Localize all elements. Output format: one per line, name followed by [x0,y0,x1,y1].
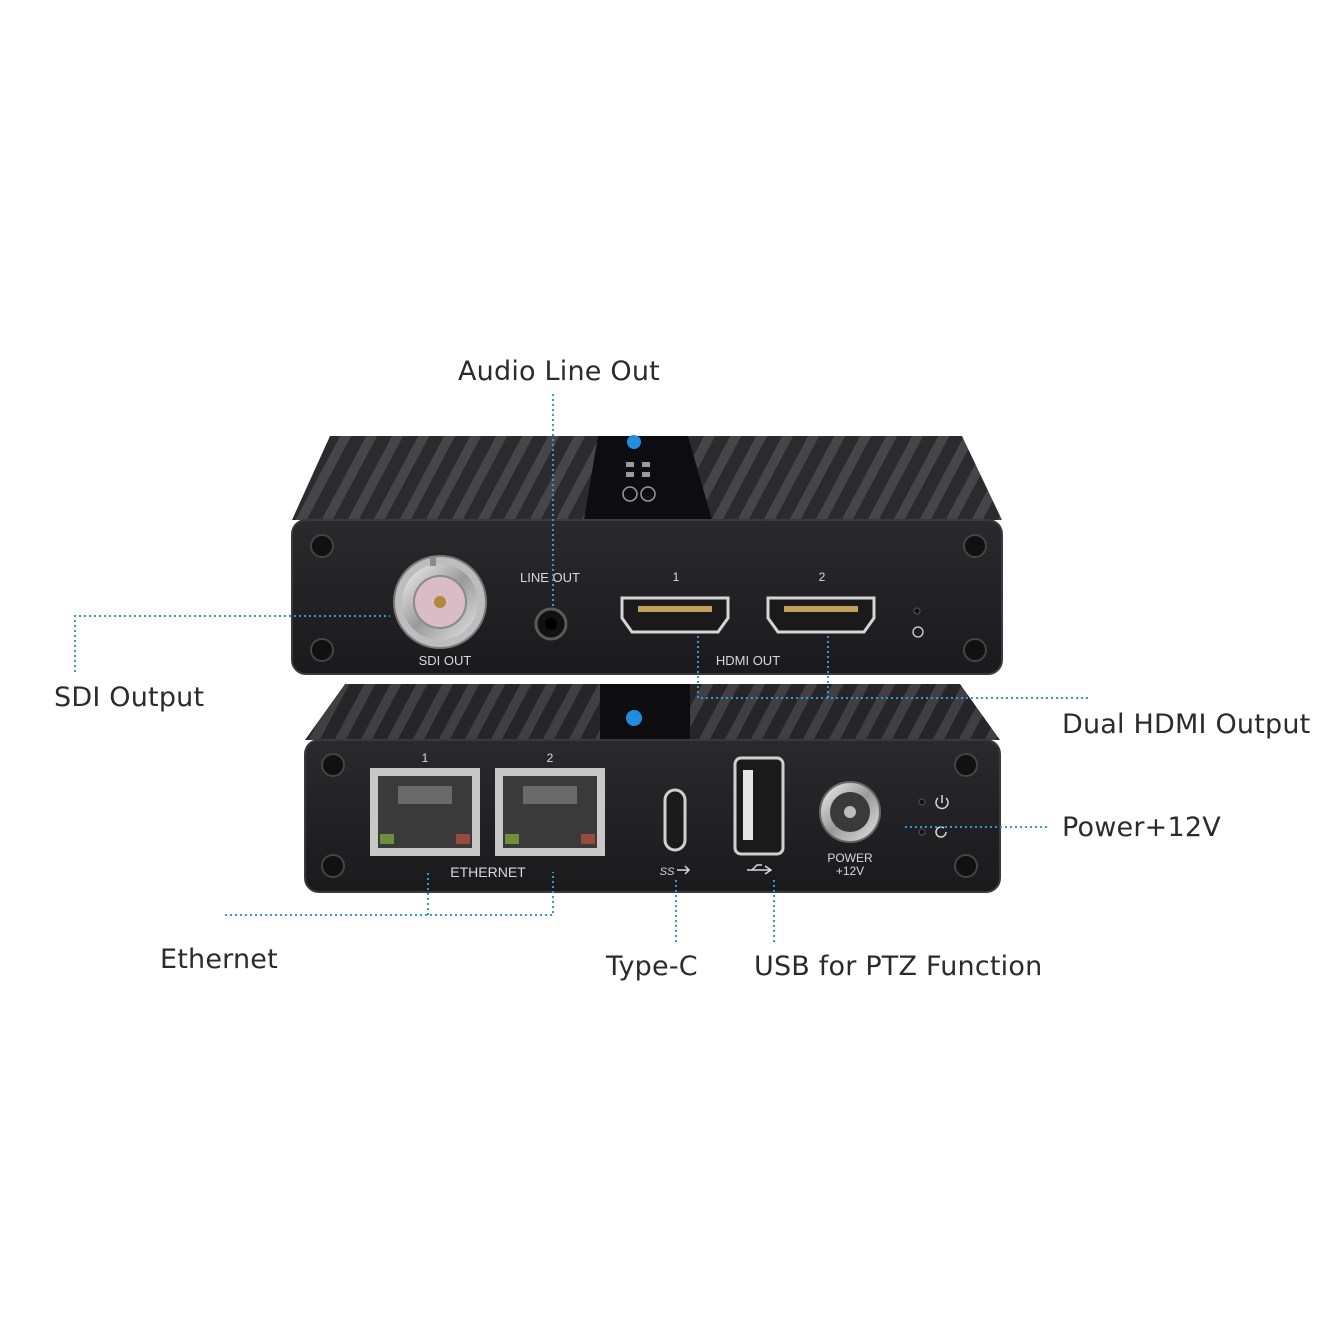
usb-c-port [663,788,687,852]
bottom-unit-label-strip [600,684,690,740]
usb-a-tongue [743,770,753,840]
usb-c-symbol-icon [677,865,691,875]
usb-a-port [733,756,785,856]
top-unit-label-strip [584,436,712,520]
callout-sdi-output: SDI Output [54,682,205,713]
screw-icon [963,534,987,558]
line-out-jack-hole [545,618,557,630]
callout-ethernet: Ethernet [160,944,278,975]
leader-sdi-output [74,615,390,672]
top-screws [310,534,987,662]
sdi-out-silk-label: SDI OUT [419,653,472,668]
bottom-unit: 1 2 ETHERNET SS POWER +12V [304,684,1001,893]
leader-dual-hdmi [697,636,1088,699]
hdmi-1-pins [638,606,712,612]
led-indicator [918,828,926,836]
callout-audio-line-out: Audio Line Out [458,356,660,387]
screw-icon [963,638,987,662]
usb-symbol-icon [747,864,773,875]
top-unit: SDI OUT LINE OUT 1 2 HDMI OUT [291,435,1003,675]
ethernet-port-1 [370,768,480,856]
screw-icon [321,753,345,777]
ethernet-port-2 [495,768,605,856]
hdmi-port-1 [620,596,730,634]
line-out-silk-label: LINE OUT [520,570,580,585]
hdmi-port-2 [766,596,876,634]
leader-lines [74,394,1088,943]
power-icon [935,795,949,810]
leader-ethernet [225,872,554,916]
screw-icon [310,534,334,558]
power-voltage-silk-label: +12V [836,864,864,878]
eth-port-2-number: 2 [547,751,554,765]
ethernet-silk-label: ETHERNET [450,864,526,880]
hdmi-port-1-number: 1 [673,570,680,584]
led-indicator [918,798,926,806]
eth-port-1-number: 1 [422,751,429,765]
screw-icon [954,753,978,777]
screw-icon [954,854,978,878]
bottom-screws [321,753,978,878]
hdmi-port-2-number: 2 [819,570,826,584]
callout-type-c: Type-C [606,951,698,982]
callout-power-12v: Power+12V [1062,812,1221,843]
led-indicator [913,607,921,615]
callout-usb-ptz: USB for PTZ Function [754,951,1043,982]
top-logo-icon [627,435,641,449]
top-indicator-icons [622,462,656,502]
bottom-logo-icon [626,710,642,726]
callout-dual-hdmi-output: Dual HDMI Output [1062,709,1311,740]
power-jack [819,781,881,843]
power-silk-label: POWER [827,851,873,865]
screw-icon [321,854,345,878]
hdmi-out-silk-label: HDMI OUT [716,653,780,668]
usb-c-ss-label: SS [660,866,675,878]
reset-icon [912,626,924,638]
hdmi-2-pins [784,606,858,612]
screw-icon [310,638,334,662]
sdi-bnc-connector [393,555,487,649]
